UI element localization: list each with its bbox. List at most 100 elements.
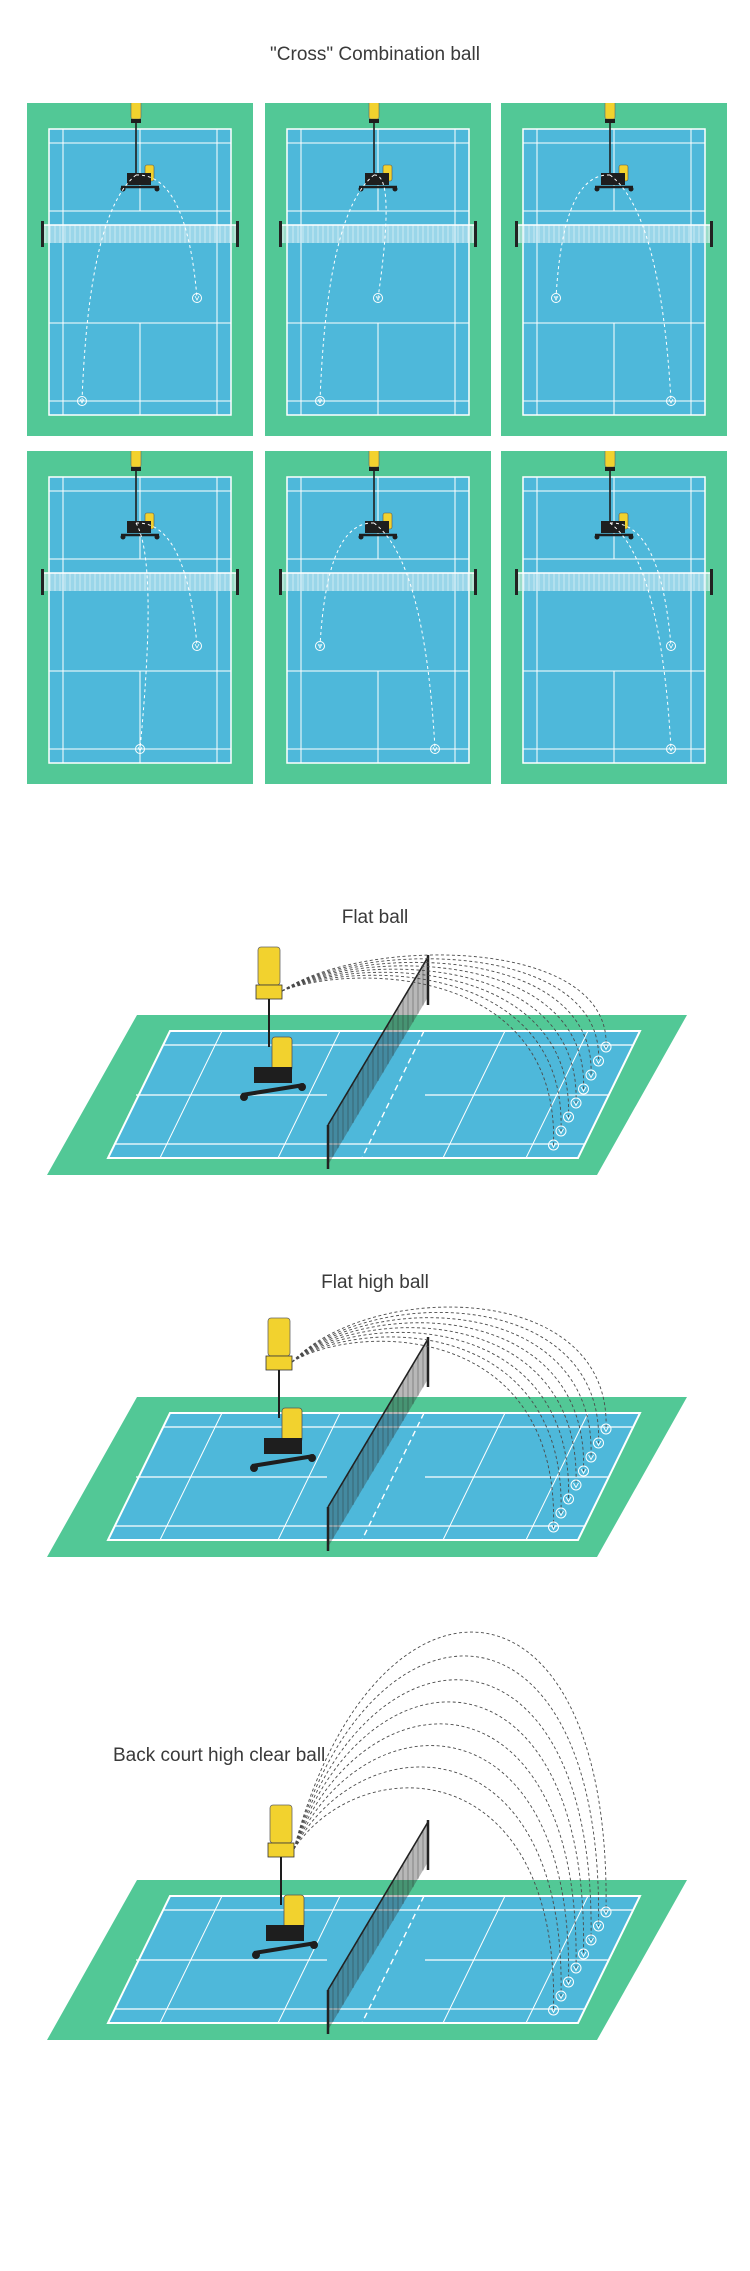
cross-panel-3 [501, 103, 727, 436]
trajectory-line [291, 1331, 569, 1500]
net [326, 955, 430, 1169]
court-surface [106, 1030, 642, 1159]
shuttlecock-icon [585, 1934, 597, 1946]
court-surface [106, 1895, 642, 2024]
shuttlecock-icon [315, 641, 325, 651]
trajectory-line [281, 958, 599, 1062]
trajectory-line [291, 1327, 577, 1486]
net [326, 1820, 430, 2034]
trajectory-line [293, 1679, 592, 1941]
shuttlecock-icon [600, 1906, 612, 1918]
trajectory-line [293, 1745, 569, 1983]
trajectory-back-center [135, 522, 149, 750]
court-top-view [265, 451, 491, 784]
court-top-view [501, 103, 727, 436]
trajectory-front-left [555, 174, 611, 299]
trajectory-front-center [373, 174, 387, 299]
trajectory-line [293, 1655, 599, 1927]
trajectory-line [291, 1306, 607, 1430]
back-court-clear-scene [0, 1590, 750, 2060]
shuttlecock-icon [77, 396, 87, 406]
shuttlecock-icon [192, 641, 202, 651]
shuttlecock-icon [548, 1521, 559, 1533]
shuttlecock-icon [593, 1055, 604, 1067]
shuttlecock-icon [373, 293, 383, 303]
shuttlecock-icon [548, 2004, 559, 2016]
trajectory-back-left [319, 174, 375, 402]
shuttlecock-icon [570, 1479, 582, 1491]
trajectory-line [293, 1631, 607, 1913]
shuttlecock-icon [555, 1990, 567, 2002]
ball-machine-icon [594, 103, 634, 192]
cross-panel-1 [27, 103, 253, 436]
trajectory-front-left [319, 522, 375, 647]
trajectory-line [293, 1787, 554, 2011]
trajectory-front-right [135, 522, 198, 647]
cross-panel-2 [265, 103, 491, 436]
trajectory-line [281, 971, 569, 1118]
cross-panel-4 [27, 451, 253, 784]
shuttlecock-icon [578, 1083, 589, 1095]
cross-title: "Cross" Combination ball [270, 44, 480, 65]
shuttlecock-icon [430, 744, 440, 754]
shuttlecock-icon [563, 1111, 574, 1123]
shuttlecock-icon [570, 1962, 582, 1974]
shuttlecock-icon [192, 293, 202, 303]
net [326, 1337, 430, 1551]
ball-machine-icon [358, 103, 398, 192]
shuttlecock-icon [666, 396, 676, 406]
trajectory-front-right [135, 174, 198, 299]
flat-ball-scene [0, 930, 750, 1220]
trajectory-line [291, 1336, 562, 1514]
trajectory-front-right [609, 522, 672, 647]
trajectory-back-right [609, 522, 672, 750]
ball-machine-icon [120, 103, 160, 192]
shuttlecock-icon [578, 1465, 589, 1477]
shuttlecock-icon [551, 293, 561, 303]
shuttlecock-icon [578, 1948, 589, 1960]
back-court-clear-title: Back court high clear ball [113, 1745, 326, 1766]
ball-machine-icon [358, 451, 398, 540]
shuttlecock-icon [666, 744, 676, 754]
shuttlecock-icon [548, 1139, 559, 1151]
trajectory-line [291, 1322, 584, 1472]
shuttlecock-icon [593, 1437, 604, 1449]
trajectory-back-right [373, 522, 436, 750]
trajectory-back-right [609, 174, 672, 402]
shuttlecock-icon [585, 1451, 597, 1463]
flat-high-ball-title: Flat high ball [321, 1272, 429, 1293]
ball-machine-icon [594, 451, 634, 540]
shuttlecock-icon [585, 1069, 597, 1081]
shuttlecock-icon [600, 1423, 612, 1435]
flat-high-ball-scene [0, 1300, 750, 1600]
trajectory-line [291, 1340, 554, 1528]
cross-panel-5 [265, 451, 491, 784]
ball-machine-icon [252, 1804, 318, 1959]
ball-machine-icon [250, 1317, 316, 1472]
court-top-view [501, 451, 727, 784]
court-top-view [265, 103, 491, 436]
shuttlecock-icon [563, 1493, 574, 1505]
trajectory-line [281, 968, 577, 1104]
trajectory-line [281, 954, 607, 1048]
shuttlecock-icon [600, 1041, 612, 1053]
ball-machine-icon [240, 946, 306, 1101]
shuttlecock-icon [570, 1097, 582, 1109]
court-surface [106, 1412, 642, 1541]
court-top-view [27, 451, 253, 784]
trajectory-line [293, 1723, 577, 1969]
cross-panel-6 [501, 451, 727, 784]
shuttlecock-icon [563, 1976, 574, 1988]
shuttlecock-icon [135, 744, 145, 754]
shuttlecock-icon [593, 1920, 604, 1932]
court-top-view [27, 103, 253, 436]
trajectory-line [293, 1701, 584, 1955]
flat-ball-title: Flat ball [341, 907, 409, 928]
trajectory-line [281, 977, 554, 1146]
trajectory-line [291, 1317, 592, 1458]
shuttlecock-icon [315, 396, 325, 406]
ball-machine-icon [120, 451, 160, 540]
shuttlecock-icon [666, 641, 676, 651]
trajectory-line [293, 1766, 562, 1997]
trajectory-back-left [81, 174, 137, 402]
